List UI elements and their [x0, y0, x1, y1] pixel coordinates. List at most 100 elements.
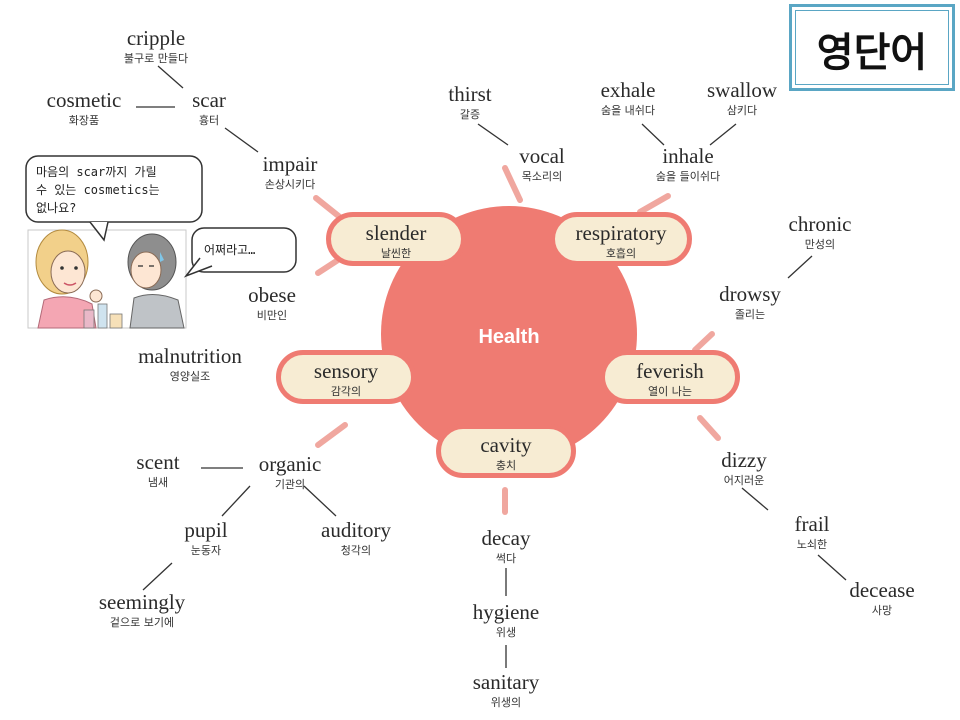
word-malnutrition-en: malnutrition [138, 344, 242, 368]
girl-figure [35, 229, 103, 329]
word-pupil: pupil 눈동자 [184, 518, 228, 557]
word-auditory-ko: 청각의 [340, 544, 372, 557]
word-decay: decay 썩다 [481, 526, 531, 565]
hub-slender-en: slender [365, 221, 427, 245]
word-cosmetic-en: cosmetic [46, 88, 122, 112]
word-scar-ko: 흉터 [198, 114, 220, 127]
speech-line-1: 마음의 scar까지 가릴 [36, 165, 157, 179]
word-thirst-en: thirst [448, 82, 492, 106]
health-center-circle [381, 206, 637, 462]
hub-feverish-en: feverish [636, 359, 704, 383]
word-swallow-en: swallow [707, 78, 777, 102]
word-chronic-ko: 만성의 [804, 238, 836, 251]
word-inhale-ko: 숨을 들이쉬다 [655, 170, 721, 183]
hub-sensory-ko: 감각의 [330, 385, 362, 398]
word-chronic-en: chronic [788, 212, 852, 236]
word-obese-en: obese [248, 283, 296, 307]
word-cosmetic-ko: 화장품 [68, 114, 100, 127]
clerk-figure [127, 233, 185, 329]
word-obese-ko: 비만인 [256, 309, 288, 322]
word-frail-en: frail [794, 512, 830, 536]
word-vocal-ko: 목소리의 [521, 170, 563, 183]
word-obese: obese 비만인 [248, 283, 296, 322]
word-scent-ko: 냄새 [147, 476, 169, 489]
word-organic: organic 기관의 [258, 452, 322, 491]
word-chronic: chronic 만성의 [788, 212, 852, 251]
word-drowsy-en: drowsy [719, 282, 781, 306]
word-organic-en: organic [258, 452, 322, 476]
word-hygiene-ko: 위생 [495, 626, 517, 639]
title-box-inner-border [795, 10, 949, 85]
hub-sensory-en: sensory [313, 359, 379, 383]
word-swallow-ko: 삼키다 [726, 104, 758, 117]
connector-lines [136, 65, 847, 668]
word-thirst: thirst 갈증 [448, 82, 492, 121]
reply-text: 어쩌라고… [204, 243, 255, 257]
cosmetics-items [83, 303, 123, 329]
slide-title: 영단어 [816, 30, 928, 76]
word-decease-en: decease [849, 578, 915, 602]
center-label: Health [478, 326, 540, 348]
word-impair-en: impair [262, 152, 318, 176]
hub-respiratory-ko: 호흡의 [605, 247, 637, 260]
word-exhale: exhale 숨을 내쉬다 [600, 78, 656, 117]
hub-cavity-ko: 충치 [495, 459, 517, 472]
word-dizzy-en: dizzy [721, 448, 767, 472]
hub-respiratory-en: respiratory [575, 221, 667, 245]
word-hygiene-en: hygiene [472, 600, 540, 624]
spokes [277, 165, 721, 515]
word-sanitary: sanitary 위생의 [473, 672, 539, 709]
word-seemingly-ko: 겉으로 보기에 [109, 616, 175, 629]
word-cripple: cripple 불구로 만들다 [123, 26, 189, 65]
hub-respiratory: respiratory 호흡의 [550, 212, 692, 266]
word-swallow: swallow 삼키다 [707, 78, 777, 117]
word-pupil-ko: 눈동자 [190, 544, 222, 557]
word-cosmetic: cosmetic 화장품 [46, 88, 122, 127]
word-thirst-ko: 갈증 [459, 108, 481, 121]
word-cripple-en: cripple [126, 26, 186, 50]
word-frail: frail 노쇠한 [794, 512, 830, 551]
word-inhale-en: inhale [662, 144, 714, 168]
word-impair: impair 손상시키다 [262, 152, 318, 191]
word-vocal: vocal 목소리의 [519, 144, 565, 183]
word-drowsy: drowsy 졸리는 [719, 282, 781, 321]
reply-bubble [191, 227, 297, 273]
word-decay-en: decay [481, 526, 531, 550]
word-seemingly: seemingly 겉으로 보기에 [98, 590, 186, 629]
word-exhale-ko: 숨을 내쉬다 [600, 104, 656, 117]
word-decay-ko: 썩다 [495, 552, 517, 565]
hub-cavity: cavity 충치 [436, 424, 576, 478]
hub-feverish-ko: 열이 나는 [648, 385, 692, 398]
word-inhale: inhale 숨을 들이쉬다 [655, 144, 721, 183]
word-scent-en: scent [136, 450, 180, 474]
word-dizzy: dizzy 어지러운 [721, 448, 767, 487]
word-impair-ko: 손상시키다 [264, 178, 316, 191]
word-auditory-en: auditory [321, 518, 391, 542]
word-seemingly-en: seemingly [98, 590, 186, 614]
word-scar-en: scar [192, 88, 226, 112]
hub-slender-ko: 날씬한 [380, 247, 412, 260]
word-malnutrition: malnutrition 영양실조 [138, 344, 242, 383]
word-organic-ko: 기관의 [274, 478, 306, 491]
word-frail-ko: 노쇠한 [796, 538, 828, 551]
word-auditory: auditory 청각의 [321, 518, 391, 557]
word-decease-ko: 사망 [871, 604, 893, 617]
hub-cavity-en: cavity [480, 433, 532, 457]
word-scar: scar 흉터 [192, 88, 226, 127]
word-cripple-ko: 불구로 만들다 [123, 52, 189, 65]
word-vocal-en: vocal [519, 144, 565, 168]
hub-slender: slender 날씬한 [326, 212, 466, 266]
word-pupil-en: pupil [184, 518, 228, 542]
speech-line-2: 수 있는 cosmetics는 [36, 183, 160, 197]
hub-sensory: sensory 감각의 [276, 350, 416, 404]
word-sanitary-ko: 위생의 [490, 696, 522, 709]
word-decease: decease 사망 [849, 578, 915, 617]
word-drowsy-ko: 졸리는 [734, 308, 766, 321]
word-exhale-en: exhale [600, 78, 656, 102]
word-scent: scent 냄새 [136, 450, 180, 489]
word-hygiene: hygiene 위생 [472, 600, 540, 639]
speech-bubble [25, 155, 203, 223]
speech-line-3: 없나요? [36, 201, 76, 215]
title-box: 영단어 [789, 4, 955, 91]
